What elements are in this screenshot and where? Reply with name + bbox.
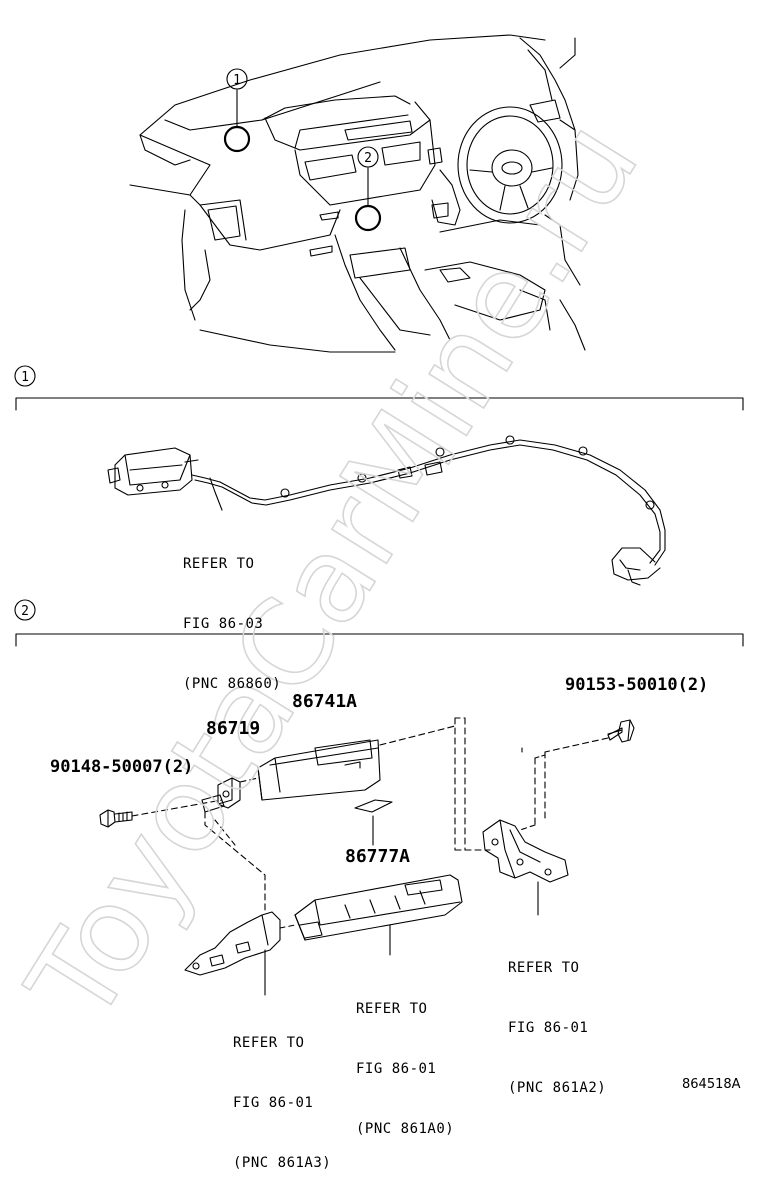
module-86741A [257, 739, 381, 801]
part-90148-label: 90148-50007(2) [50, 757, 194, 777]
part-86719-label: 86719 [206, 718, 261, 739]
ref-bracket-left-line-2: FIG 86-01 [233, 1095, 314, 1111]
ref-bracket-right: REFER TO FIG 86-01 (PNC 861A2) [508, 918, 606, 1118]
ref-unit-line-2: FIG 86-01 [356, 1061, 437, 1077]
ref-wire-line-1: REFER TO [183, 556, 255, 572]
wire-harness [191, 439, 666, 566]
section-1-marker-circle [14, 365, 36, 387]
section-1 [14, 365, 744, 586]
callout-2-circle [357, 146, 379, 168]
bracket-86719 [201, 777, 241, 813]
ref-wire-line-3: (PNC 86860) [183, 676, 282, 692]
section-1-frame [15, 397, 744, 411]
unit-861A0 [294, 874, 463, 956]
callout-1-circle [226, 68, 248, 90]
section-1-marker-label: 1 [21, 370, 29, 385]
section-2-marker-circle [14, 599, 36, 621]
ref-wire-line-2: FIG 86-03 [183, 616, 264, 632]
callout-1-label: 1 [233, 73, 241, 88]
ref-unit-line-3: (PNC 861A0) [356, 1121, 455, 1137]
ref-bracket-left-line-1: REFER TO [233, 1035, 305, 1051]
diagram-code: 864518A [682, 1077, 741, 1092]
section-2-frame [15, 633, 744, 647]
bolt-90153 [607, 719, 635, 743]
ref-bracket-left: REFER TO FIG 86-01 (PNC 861A3) [233, 993, 331, 1193]
ref-bracket-right-line-3: (PNC 861A2) [508, 1080, 607, 1096]
ref-unit: REFER TO FIG 86-01 (PNC 861A0) [356, 959, 454, 1159]
bolt-90148 [99, 809, 133, 828]
ref-unit-line-1: REFER TO [356, 1001, 428, 1017]
part-86741A-label: 86741A [292, 691, 358, 712]
part-90153-label: 90153-50010(2) [565, 675, 709, 695]
callout-2-label: 2 [364, 151, 372, 166]
ref-wire-harness: REFER TO FIG 86-03 (PNC 86860) [183, 514, 281, 714]
part-86777A-label: 86777A [345, 846, 411, 867]
section-2 [14, 599, 744, 996]
ref-bracket-left-line-3: (PNC 861A3) [233, 1155, 332, 1171]
pad-86777A [354, 799, 393, 813]
section-2-marker-label: 2 [21, 604, 29, 619]
module-86860 [107, 447, 199, 496]
ref-bracket-right-line-1: REFER TO [508, 960, 580, 976]
dashboard-illustration [129, 34, 586, 353]
bracket-861A3 [184, 911, 281, 996]
bracket-861A2 [482, 819, 569, 916]
parts-diagram: 1 2 1 2 [14, 34, 744, 996]
ref-bracket-right-line-2: FIG 86-01 [508, 1020, 589, 1036]
